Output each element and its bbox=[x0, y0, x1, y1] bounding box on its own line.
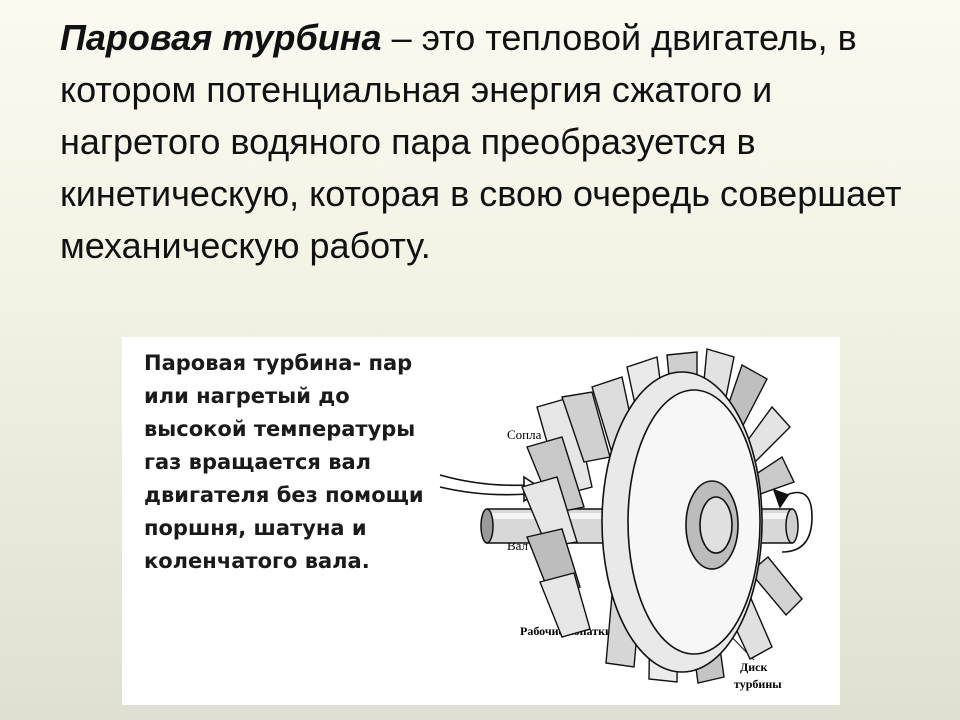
label-disk-2: турбины bbox=[734, 677, 782, 691]
caption-line: или нагретый до bbox=[144, 384, 350, 408]
caption-line: коленчатого вала. bbox=[144, 549, 370, 573]
caption-line: высокой температуры bbox=[144, 417, 416, 441]
definition-text: Паровая турбина – это тепловой двигатель… bbox=[60, 12, 920, 272]
label-disk-1: Диск bbox=[740, 660, 767, 674]
turbine-diagram: Сопла Вал Рабочие лопатки Диск турбины bbox=[439, 348, 813, 691]
caption-line: Паровая турбина- пар bbox=[144, 351, 413, 375]
turbine-figure: Паровая турбина- пар или нагретый до выс… bbox=[122, 337, 840, 705]
caption-line: поршня, шатуна и bbox=[144, 516, 367, 540]
caption-line: газ вращается вал bbox=[144, 450, 372, 474]
caption-line: двигателя без помощи bbox=[144, 483, 424, 507]
label-nozzles: Сопла bbox=[507, 427, 542, 442]
rotation-arrow bbox=[772, 488, 813, 553]
definition-term: Паровая турбина bbox=[60, 17, 382, 58]
turbine-disk bbox=[601, 371, 763, 673]
definition-body: – это тепловой двигатель, в котором поте… bbox=[60, 17, 902, 266]
figure-caption: Паровая турбина- пар или нагретый до выс… bbox=[144, 347, 454, 578]
